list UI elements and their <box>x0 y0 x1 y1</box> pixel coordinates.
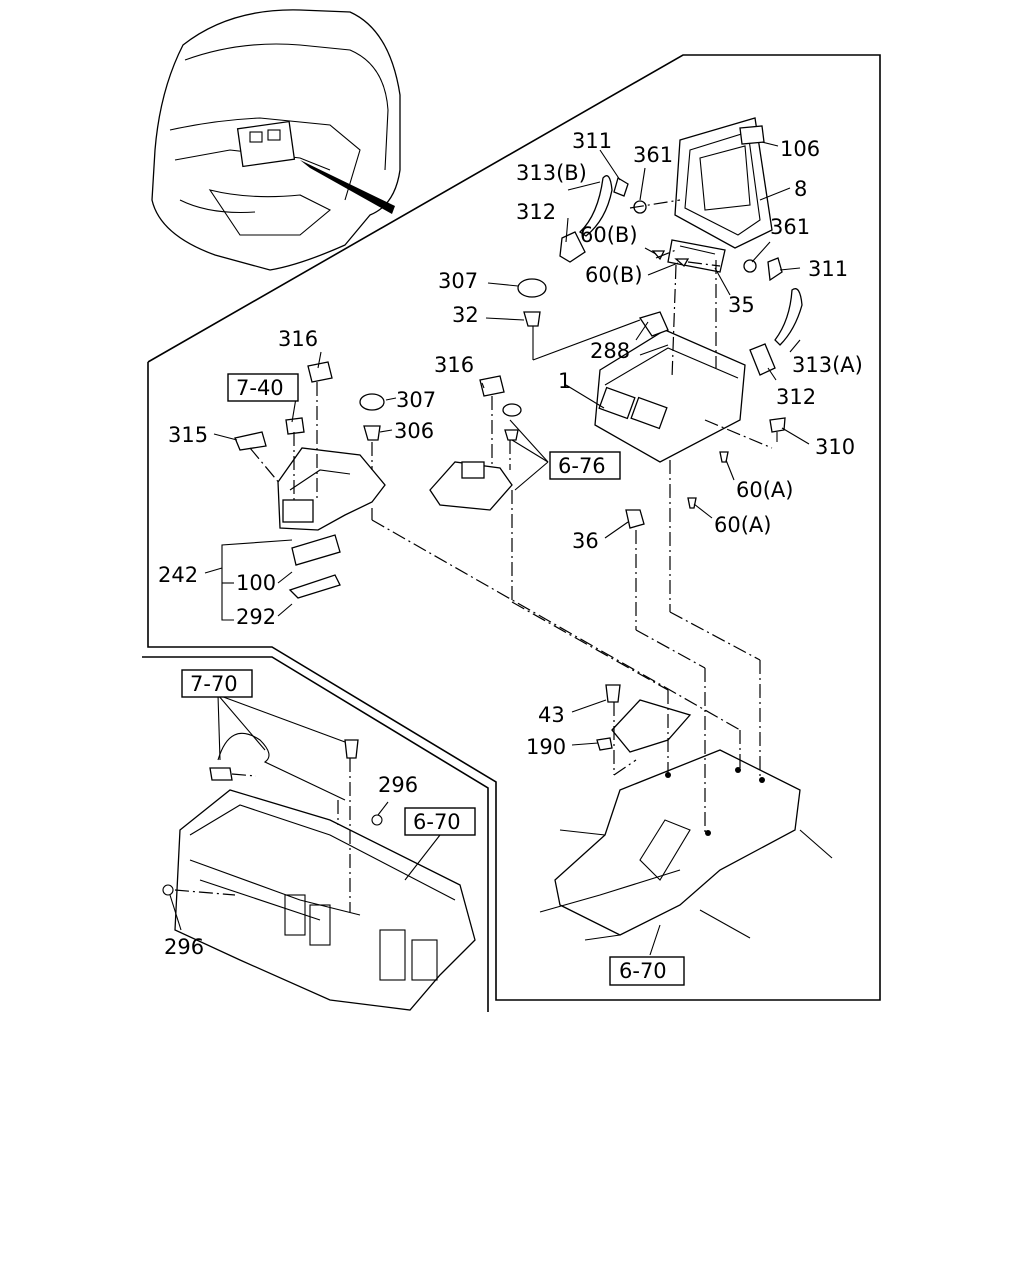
cab-overview-drawing <box>151 9 401 271</box>
label-296-lower: 296 <box>164 935 204 959</box>
label-307-lower: 307 <box>396 388 436 412</box>
label-311-upper: 311 <box>572 129 612 153</box>
label-313a: 313(A) <box>792 353 863 377</box>
label-296-upper: 296 <box>378 773 418 797</box>
label-288: 288 <box>590 339 630 363</box>
leader-lines <box>169 141 810 956</box>
label-312-upper: 312 <box>516 200 556 224</box>
svg-text:7-40: 7-40 <box>236 376 284 400</box>
shift-boot-drawing <box>234 361 522 599</box>
label-311-lower: 311 <box>808 257 848 281</box>
label-60b-2: 60(B) <box>585 263 643 287</box>
label-361-lower: 361 <box>770 215 810 239</box>
label-60a-1: 60(A) <box>736 478 793 502</box>
label-43: 43 <box>538 703 565 727</box>
bezel-assembly-drawing <box>517 117 803 376</box>
label-292: 292 <box>236 605 276 629</box>
svg-text:7-70: 7-70 <box>190 672 238 696</box>
svg-text:6-76: 6-76 <box>558 454 606 478</box>
label-315: 315 <box>168 423 208 447</box>
ref-box-6-76: 6-76 <box>549 451 621 480</box>
label-242: 242 <box>158 563 198 587</box>
ref-box-6-70-right: 6-70 <box>609 956 685 986</box>
reference-boxes: 7-40 6-76 7-70 6-70 6-70 <box>181 373 685 986</box>
label-307-upper: 307 <box>438 269 478 293</box>
leader-dashed-lines <box>174 199 773 912</box>
label-316-left: 316 <box>278 327 318 351</box>
frame-lines <box>142 54 881 1012</box>
label-35: 35 <box>728 293 755 317</box>
ref-box-6-70-left: 6-70 <box>404 807 476 836</box>
label-36: 36 <box>572 529 599 553</box>
part-number-labels: 106 8 311 361 313(B) 312 60(B) 361 307 3… <box>158 129 863 959</box>
label-316-center: 316 <box>434 353 474 377</box>
ref-box-7-40: 7-40 <box>227 373 299 402</box>
label-313b: 313(B) <box>516 161 587 185</box>
label-60a-2: 60(A) <box>714 513 771 537</box>
label-106: 106 <box>780 137 820 161</box>
label-306: 306 <box>394 419 434 443</box>
label-60b-1: 60(B) <box>580 223 638 247</box>
label-32: 32 <box>452 303 479 327</box>
ref-box-7-70: 7-70 <box>181 669 253 698</box>
label-310: 310 <box>815 435 855 459</box>
label-190: 190 <box>526 735 566 759</box>
svg-text:6-70: 6-70 <box>619 959 667 983</box>
svg-text:6-70: 6-70 <box>413 810 461 834</box>
label-8: 8 <box>794 177 807 201</box>
label-361-upper: 361 <box>633 143 673 167</box>
floor-plate-drawing <box>539 684 833 941</box>
label-312-lower: 312 <box>776 385 816 409</box>
label-1: 1 <box>558 369 571 393</box>
label-100: 100 <box>236 571 276 595</box>
console-drawing <box>594 311 786 529</box>
panel-frame-drawing <box>162 732 476 1011</box>
